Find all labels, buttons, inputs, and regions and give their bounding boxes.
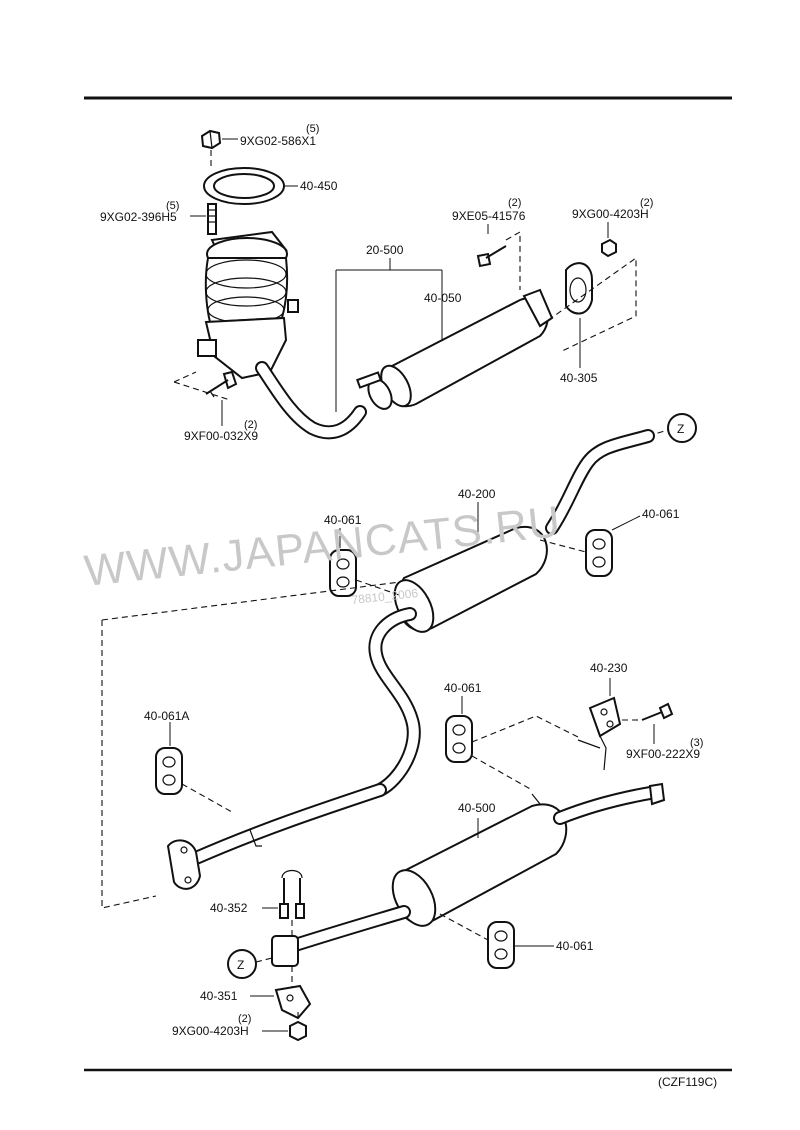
bracket-bolt (641, 702, 674, 721)
nut-front-code: 9XG00-4203H (572, 207, 649, 221)
gasket-front-code: 40-305 (560, 371, 598, 385)
front-pipe-code: 40-050 (424, 291, 462, 305)
hanger-rear (487, 921, 515, 969)
main-muffler (391, 782, 666, 927)
stud-code: 9XG02-396H5 (100, 210, 177, 224)
bolt-front-qty: (2) (508, 197, 521, 209)
main-muffler-code: 40-500 (458, 801, 496, 815)
hanger-a-code: 40-061A (144, 709, 189, 723)
bolt-front-code: 9XE05-41576 (452, 209, 526, 223)
stud (207, 203, 217, 235)
hanger-left-top (329, 549, 357, 597)
clamp-code: 40-351 (200, 989, 238, 1003)
watermark-stamp: 78810_2006 (351, 586, 419, 607)
front-nut (601, 238, 617, 258)
tail-pipe-center (189, 783, 387, 865)
rear-pipe (285, 905, 411, 953)
hanger-left-top-code: 40-061 (324, 513, 362, 527)
zone-marker-bottom: Z (227, 949, 257, 979)
stud-qty: (5) (166, 200, 179, 212)
front-muffler (356, 288, 554, 410)
front-bolt (476, 245, 507, 268)
hanger-right-top (585, 529, 613, 577)
gasket-top-code: 40-450 (300, 179, 338, 193)
u-bolt-code: 40-352 (210, 901, 248, 915)
hanger-rear-code: 40-061 (556, 939, 594, 953)
center-pipe-front (545, 429, 655, 535)
front-pipe (255, 361, 367, 440)
center-muffler (368, 525, 548, 797)
top-nut (200, 129, 222, 150)
u-bolt (279, 869, 305, 919)
clamp (274, 984, 312, 1020)
nut-front-qty: (2) (640, 197, 653, 209)
center-muffler-code: 40-200 (458, 487, 496, 501)
bolt-converter (205, 370, 238, 398)
assembly-code: 20-500 (366, 243, 404, 257)
nut-rear-code: 9XG00-4203H (172, 1024, 249, 1038)
hanger-right-top-code: 40-061 (642, 507, 680, 521)
zone-marker-top: Z (667, 413, 697, 443)
top-gasket (203, 167, 285, 205)
nut-top-qty: (5) (306, 123, 319, 135)
nut-rear-qty: (2) (238, 1013, 251, 1025)
nut-top-code: 9XG02-586X1 (240, 134, 316, 148)
svg-text:Z: Z (237, 958, 244, 972)
flange-center (166, 839, 202, 890)
svg-text:Z: Z (677, 422, 684, 436)
front-gasket (565, 262, 593, 315)
bolt-bracket-code: 9XF00-222X9 (626, 747, 700, 761)
hanger-mid-code: 40-061 (444, 681, 482, 695)
bolt-bracket-qty: (3) (690, 737, 703, 749)
hanger-mid (445, 715, 473, 763)
bracket-code: 40-230 (590, 661, 628, 675)
pipe-sleeve (271, 935, 299, 967)
rear-nut (289, 1020, 307, 1042)
catalytic-converter (197, 230, 299, 380)
bolt-conv-code: 9XF00-032X9 (184, 429, 258, 443)
bracket (577, 696, 622, 771)
figure-code: (CZF119C) (658, 1075, 717, 1089)
bolt-conv-qty: (2) (244, 419, 257, 431)
hanger-a (155, 747, 183, 795)
